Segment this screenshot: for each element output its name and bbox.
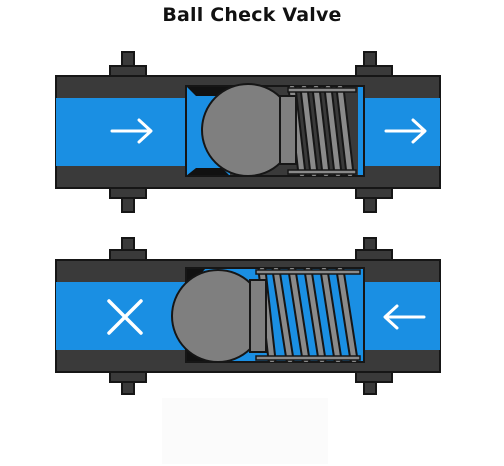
diagram-title: Ball Check Valve [162,4,342,26]
arrow-right-icon [110,118,153,144]
arrow-right-icon [384,118,427,144]
fluid-passage-inlet [56,282,186,350]
arrow-left-icon [383,304,426,330]
seat-lower [186,168,230,176]
valve-open [55,51,441,213]
faded-placeholder-area [162,398,328,464]
x-icon [107,299,143,335]
valve-closed [55,237,441,395]
spring-seat [279,95,297,165]
cavity-outline [185,85,365,177]
spring-seat [249,279,267,353]
